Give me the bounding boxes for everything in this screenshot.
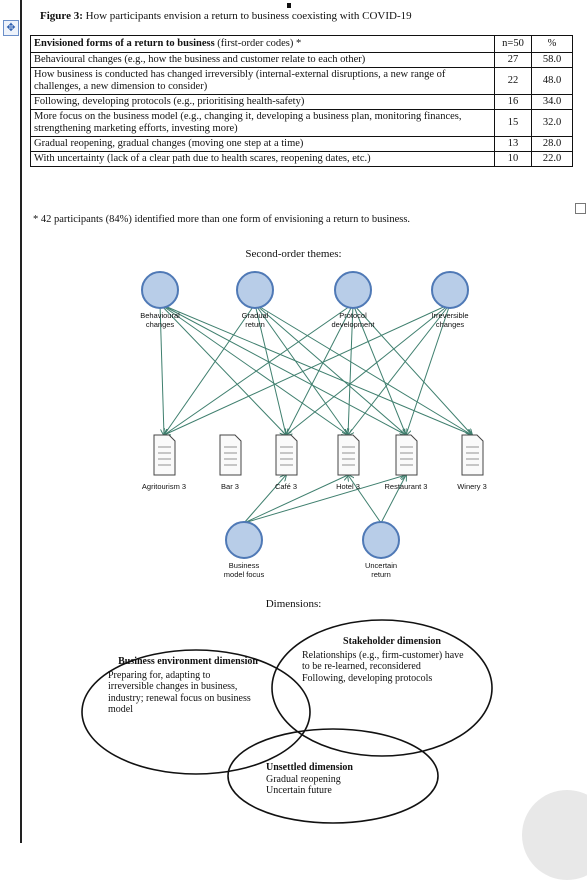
row-label: More focus on the business model (e.g., … [30, 109, 495, 137]
theme-edge [254, 303, 348, 435]
theme-node [225, 521, 263, 559]
theme-edge [159, 303, 472, 435]
document-icon [337, 434, 360, 476]
unsettled-dimension-body2: Uncertain future [266, 785, 332, 796]
table-header-pct: % [531, 35, 573, 53]
theme-edge [164, 303, 451, 435]
figure-table: Envisioned forms of a return to business… [30, 35, 573, 167]
table-row: More focus on the business model (e.g., … [30, 109, 573, 137]
theme-label: return [245, 320, 265, 329]
stakeholder-dimension: Stakeholder dimension Relationships (e.g… [302, 636, 482, 684]
table-row: Behavioural changes (e.g., how the busin… [30, 52, 573, 68]
theme-label: return [371, 570, 391, 579]
theme-edge [254, 303, 286, 435]
theme-network-diagram: BehaviouralchangesGradualreturnProtocold… [81, 271, 493, 824]
dimensions-heading: Dimensions: [265, 598, 322, 610]
cursor-mark [287, 3, 291, 8]
theme-edge [243, 475, 348, 524]
theme-label: Gradual [242, 311, 269, 320]
theme-edge [159, 303, 286, 435]
unsettled-dimension-body1: Gradual reopening [266, 773, 341, 785]
figure-label: Figure 3: [40, 10, 83, 22]
theme-edge [380, 475, 406, 524]
theme-edge [406, 303, 451, 435]
document-label: Hotel 3 [336, 482, 360, 491]
document-label: Agritourism 3 [142, 482, 186, 491]
stakeholder-dimension-body2: Following, developing protocols [302, 672, 433, 684]
theme-node [362, 521, 400, 559]
figure-title: How participants envision a return to bu… [85, 10, 412, 22]
theme-label: Irreversible [431, 311, 468, 320]
table-header-row: Envisioned forms of a return to business… [30, 35, 573, 53]
stakeholder-dimension-body1: Relationships (e.g., firm-customer) have… [302, 649, 464, 673]
figure-caption: Figure 3: How participants envision a re… [40, 10, 412, 22]
document-icon [275, 434, 298, 476]
theme-edge [159, 303, 348, 435]
theme-edge [348, 303, 354, 435]
row-pct: 48.0 [531, 67, 573, 95]
theme-edge [164, 303, 354, 435]
theme-label: changes [436, 320, 465, 329]
stakeholder-dimension-ellipse [271, 619, 493, 757]
theme-node [431, 271, 469, 309]
theme-edge [348, 303, 451, 435]
unsettled-dimension-title: Unsettled dimension [266, 762, 353, 773]
row-label: How business is conducted has changed ir… [30, 67, 495, 95]
theme-edge [348, 475, 382, 524]
document-icon [395, 434, 418, 476]
stakeholder-dimension-title: Stakeholder dimension [343, 636, 441, 647]
business-dimension-body: Preparing for, adapting to irreversible … [108, 669, 251, 716]
theme-edge [254, 303, 472, 435]
page-margin-line [20, 0, 22, 843]
table-row: Gradual reopening, gradual changes (movi… [30, 136, 573, 152]
theme-edge [243, 475, 406, 524]
theme-edge [286, 303, 354, 435]
theme-edge [352, 303, 406, 435]
row-pct: 32.0 [531, 109, 573, 137]
theme-label: Uncertain [365, 561, 397, 570]
business-dimension-ellipse [81, 649, 311, 775]
theme-label: changes [146, 320, 175, 329]
theme-label: development [332, 320, 376, 329]
document-label: Restaurant 3 [385, 482, 428, 491]
document-label: Bar 3 [221, 482, 239, 491]
table-footnote: * 42 participants (84%) identified more … [33, 214, 411, 225]
theme-edge [352, 303, 472, 435]
table-row: With uncertainty (lack of a clear path d… [30, 151, 573, 167]
theme-label: Behavioural [140, 311, 180, 320]
themes-heading: Second-order themes: [245, 248, 342, 260]
row-n: 10 [494, 151, 532, 167]
theme-edge [254, 303, 406, 435]
document-label: Winery 3 [457, 482, 487, 491]
unsettled-dimension-ellipse [227, 728, 439, 824]
document-label: Café 3 [275, 482, 297, 491]
row-n: 15 [494, 109, 532, 137]
move-handle-icon[interactable]: ✥ [3, 20, 19, 36]
document-icon [153, 434, 176, 476]
document-icon [219, 434, 242, 476]
theme-edge [159, 303, 164, 435]
theme-node [141, 271, 179, 309]
business-dimension: Business environment dimension Preparing… [108, 656, 268, 716]
theme-edge [286, 303, 451, 435]
theme-node [236, 271, 274, 309]
paragraph-end-marker [575, 203, 586, 214]
theme-edge [164, 303, 256, 435]
theme-label: Business [229, 561, 260, 570]
theme-label: model focus [224, 570, 265, 579]
theme-node [334, 271, 372, 309]
theme-edge [243, 475, 286, 524]
theme-label: Protocol [339, 311, 367, 320]
table-row: How business is conducted has changed ir… [30, 67, 573, 95]
document-icon [461, 434, 484, 476]
row-pct: 22.0 [531, 151, 573, 167]
business-dimension-title: Business environment dimension [118, 656, 258, 667]
unsettled-dimension: Unsettled dimension Gradual reopening Un… [266, 762, 416, 797]
